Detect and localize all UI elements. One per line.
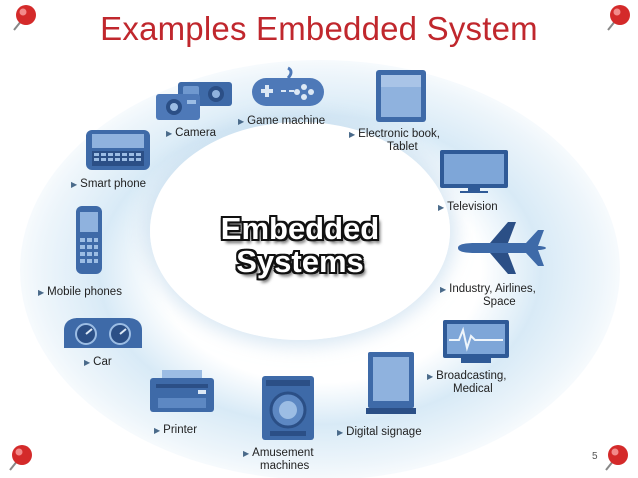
printer-icon: [148, 368, 216, 416]
item-label-mobile-phones: ▶Mobile phones: [38, 286, 122, 299]
tablet-icon: [374, 68, 428, 124]
digital-signage-icon: [364, 350, 418, 416]
center-title: Embedded Systems: [160, 212, 440, 278]
slide-title: Examples Embedded System: [0, 10, 638, 48]
item-label-airlines: ▶Industry, Airlines,Space: [440, 283, 536, 309]
mobile-phone-icon: [74, 204, 104, 276]
medical-monitor-icon: [441, 318, 511, 364]
item-label-printer: ▶Printer: [154, 424, 197, 437]
smartphone-icon: [84, 128, 152, 172]
pushpin-icon: [6, 2, 40, 36]
game-controller-icon: [248, 66, 328, 110]
amusement-machine-icon: [260, 374, 316, 442]
pushpin-icon: [600, 440, 634, 474]
item-label-smart-phone: ▶Smart phone: [71, 178, 146, 191]
pushpin-icon: [4, 440, 38, 474]
page-number: 5: [592, 451, 598, 462]
item-label-digital-signage: ▶Digital signage: [337, 426, 422, 439]
center-line-1: Embedded: [160, 212, 440, 245]
item-label-television: ▶Television: [438, 201, 498, 214]
item-label-broadcasting: ▶Broadcasting,Medical: [427, 370, 506, 396]
television-icon: [438, 148, 510, 194]
item-label-camera: ▶Camera: [166, 127, 216, 140]
item-label-tablet: ▶Electronic book,Tablet: [349, 128, 440, 154]
car-dashboard-icon: [62, 316, 144, 350]
item-label-car: ▶Car: [84, 356, 112, 369]
camera-icon: [154, 80, 234, 122]
pushpin-icon: [600, 2, 634, 36]
airplane-icon: [456, 220, 548, 276]
center-line-2: Systems: [160, 245, 440, 278]
item-label-game-machine: ▶Game machine: [238, 115, 325, 128]
